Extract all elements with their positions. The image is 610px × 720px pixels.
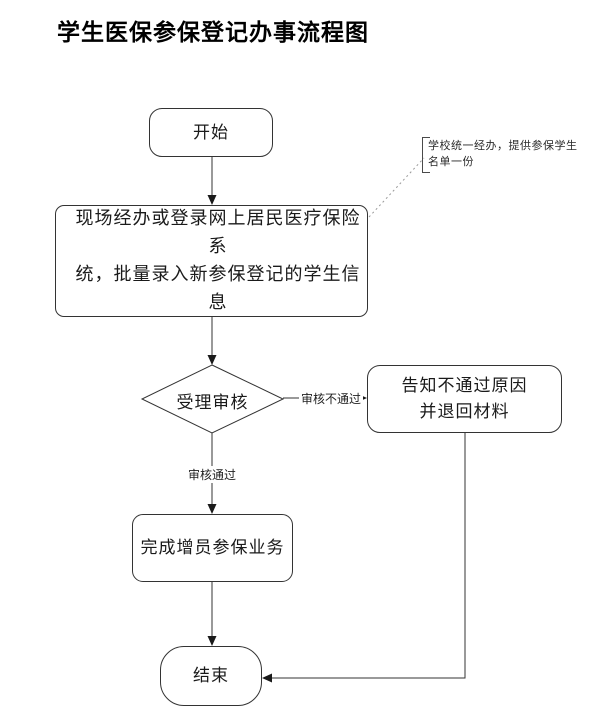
- decision-diamond-shape: [140, 364, 285, 434]
- reject-process-line: 告知不通过原因: [401, 376, 528, 396]
- start-node-label: 开始: [193, 122, 229, 143]
- connector-start-to-main: [207, 157, 217, 205]
- edge-label-reject: 审核不通过: [299, 390, 364, 407]
- edge-label-approve: 审核通过: [186, 466, 239, 483]
- annotation-text-line: 学校统一经办，提供参保学生: [428, 139, 578, 152]
- reject-process-node: 告知不通过原因 并退回材料: [367, 365, 562, 433]
- arrowhead-down-icon: [207, 636, 217, 646]
- start-node: 开始: [149, 108, 273, 157]
- connector-main-to-decision: [207, 317, 217, 365]
- main-process-node: 现场经办或登录网上居民医疗保险系 统，批量录入新参保登记的学生信息: [55, 205, 368, 317]
- arrowhead-down-icon: [207, 195, 217, 205]
- arrowhead-left-icon: [262, 673, 272, 683]
- main-process-line: 统，批量录入新参保登记的学生信息: [75, 264, 361, 313]
- complete-process-node: 完成增员参保业务: [132, 514, 293, 582]
- annotation-text-line: 名单一份: [428, 155, 474, 168]
- annotation-note: 学校统一经办，提供参保学生 名单一份: [422, 137, 578, 173]
- complete-process-label: 完成增员参保业务: [140, 538, 285, 558]
- connector-complete-to-end: [207, 582, 217, 646]
- connector-reject-to-end: [262, 433, 466, 683]
- end-node: 结束: [160, 646, 262, 706]
- main-process-line: 现场经办或登录网上居民医疗保险系: [75, 208, 361, 257]
- decision-node-label: 受理审核: [176, 393, 249, 413]
- reject-process-line: 并退回材料: [419, 402, 510, 422]
- annotation-dotted-connector: [368, 157, 425, 218]
- end-node-label: 结束: [193, 666, 229, 686]
- arrowhead-down-icon: [207, 355, 217, 365]
- arrowhead-down-icon: [207, 504, 217, 514]
- page-title: 学生医保参保登记办事流程图: [57, 19, 369, 46]
